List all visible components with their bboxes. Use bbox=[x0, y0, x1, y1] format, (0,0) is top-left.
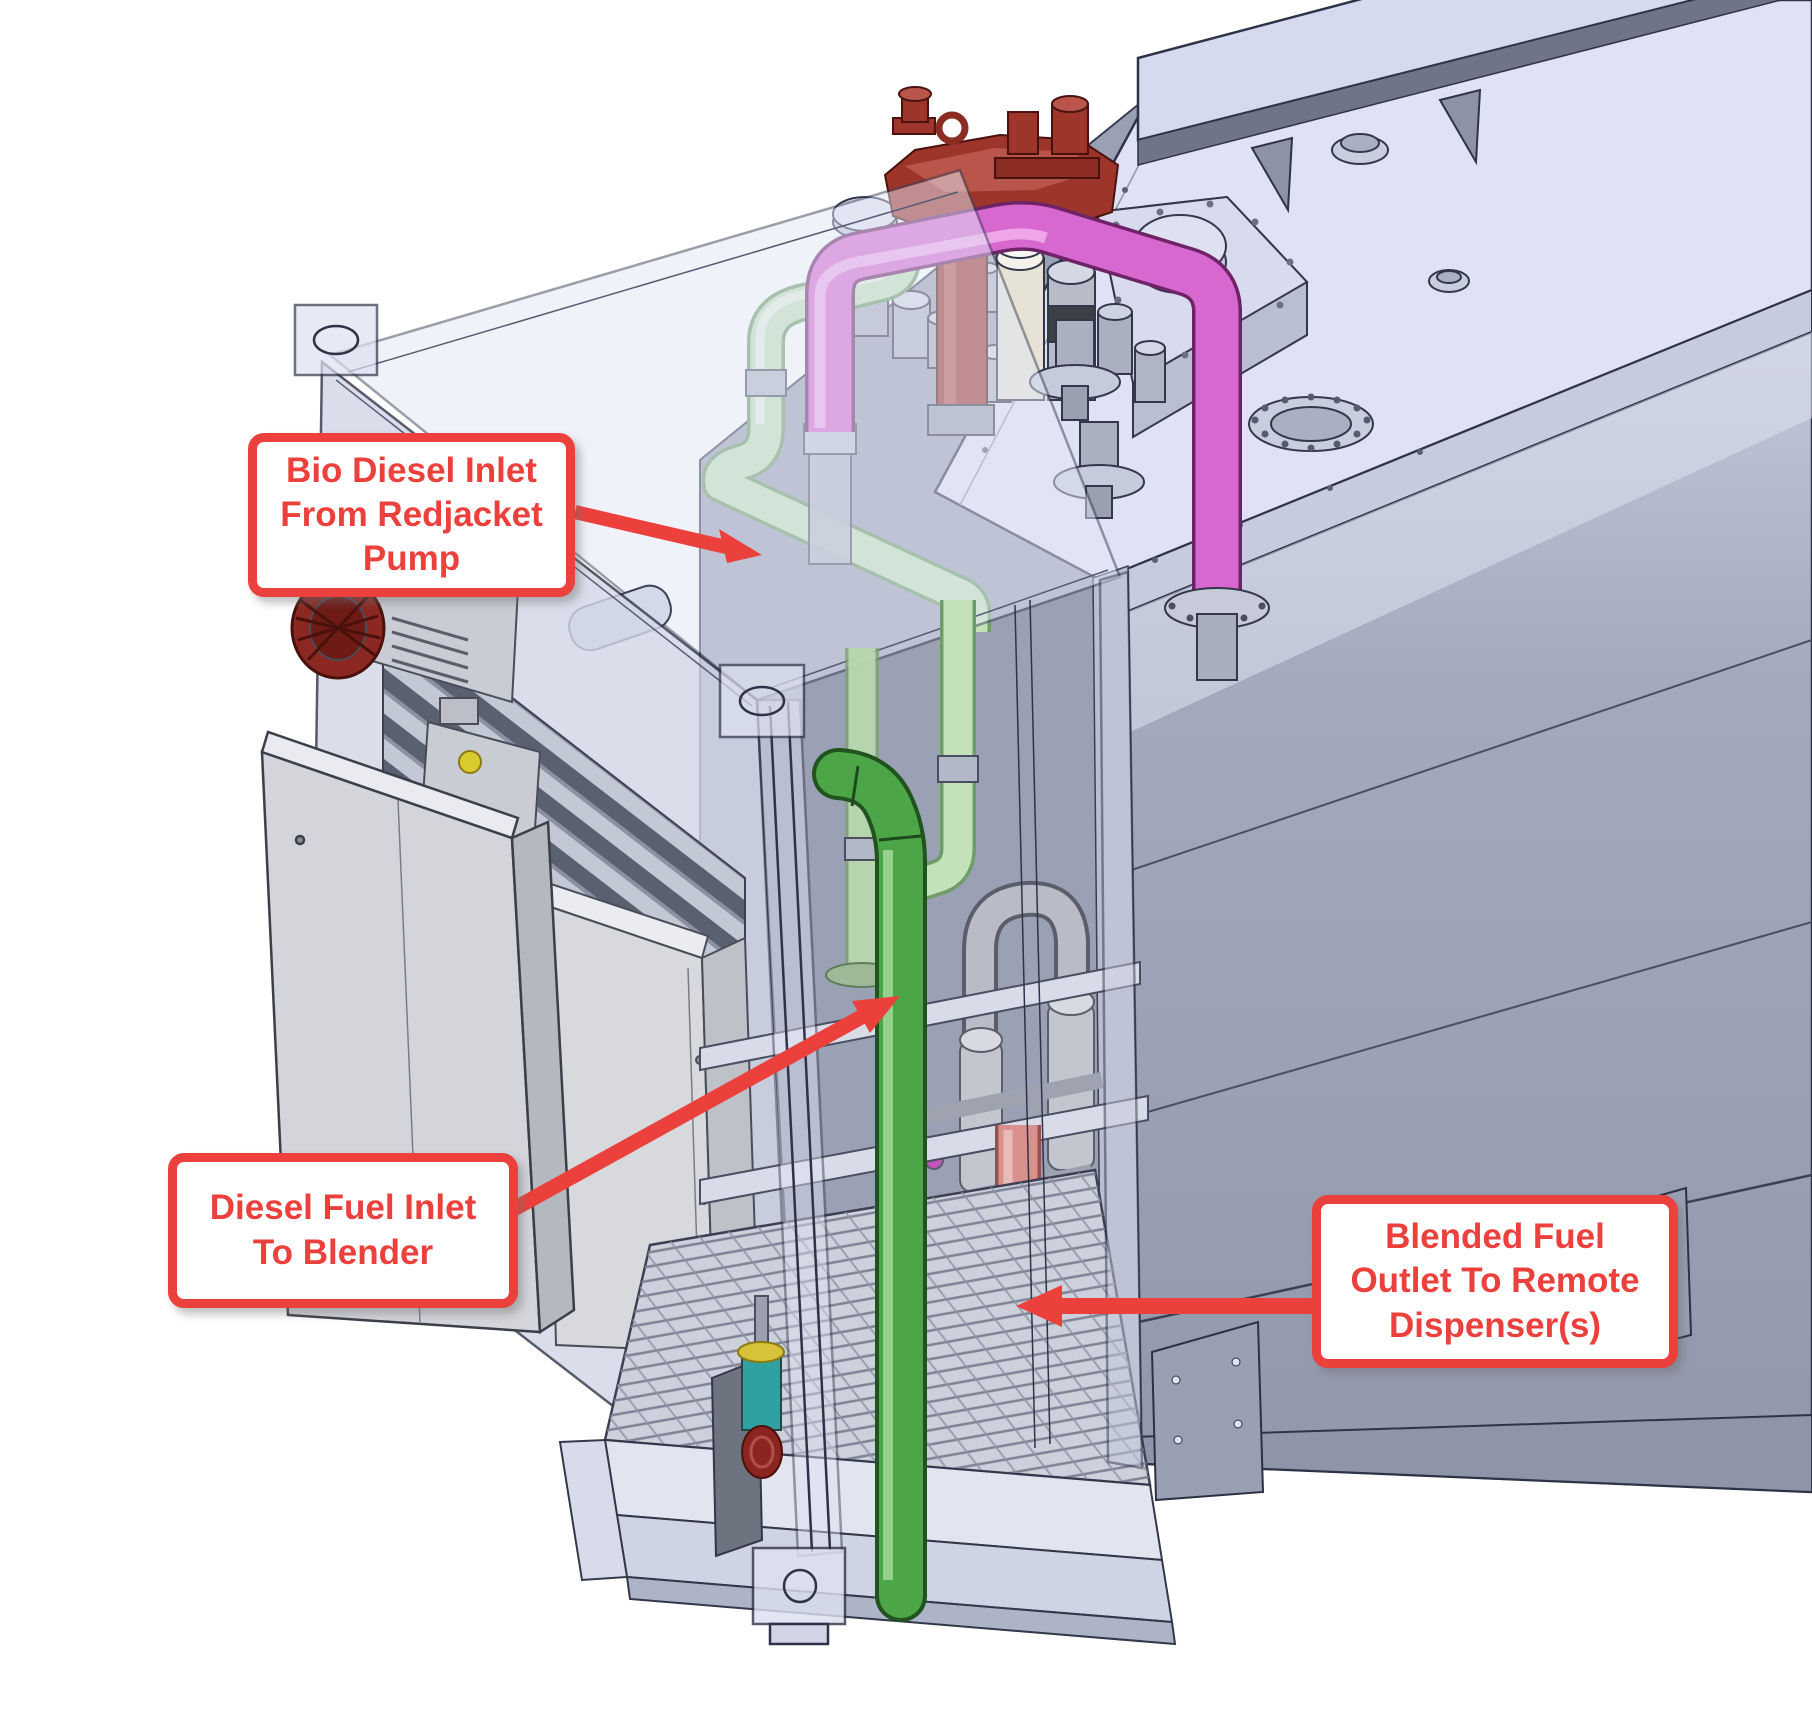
tank-back-rail bbox=[1136, 0, 1784, 214]
callout-label: Blended Fuel Outlet To Remote Dispenser(… bbox=[1350, 1217, 1640, 1345]
callout-label: Bio Diesel Inlet From Redjacket Pump bbox=[280, 450, 543, 579]
callout-blended-fuel-outlet: Blended Fuel Outlet To Remote Dispenser(… bbox=[1312, 1195, 1678, 1368]
arrow-diesel-fuel-inlet bbox=[508, 996, 900, 1217]
corner-casting bbox=[293, 303, 379, 377]
vent-grille bbox=[391, 616, 469, 684]
horn-ribs bbox=[295, 594, 381, 662]
rail-gusset bbox=[1438, 88, 1482, 166]
teal-shutoff-valve bbox=[737, 1295, 785, 1479]
tank-front-reflection bbox=[1102, 332, 1812, 745]
enclosure-frame bbox=[293, 303, 1144, 1646]
arrow-bio-diesel-inlet bbox=[573, 505, 762, 563]
bolt-dots bbox=[1168, 602, 1266, 622]
equipment-enclosure bbox=[260, 168, 1177, 1646]
corner-casting bbox=[751, 1546, 847, 1626]
annotation-arrows bbox=[508, 505, 1312, 1327]
callout-diesel-fuel-inlet: Diesel Fuel Inlet To Blender bbox=[168, 1153, 518, 1308]
callout-bio-diesel-inlet: Bio Diesel Inlet From Redjacket Pump bbox=[248, 433, 575, 597]
bolt-dots bbox=[1251, 393, 1371, 452]
arrow-blended-fuel-outlet bbox=[1016, 1285, 1312, 1327]
yellow-button bbox=[458, 750, 482, 774]
skid-bolt-panel bbox=[1150, 1320, 1265, 1502]
callout-label: Diesel Fuel Inlet To Blender bbox=[209, 1188, 477, 1272]
diesel-inlet-pipe bbox=[812, 748, 927, 1622]
corner-casting bbox=[718, 663, 806, 739]
rail-gusset bbox=[1250, 136, 1294, 214]
